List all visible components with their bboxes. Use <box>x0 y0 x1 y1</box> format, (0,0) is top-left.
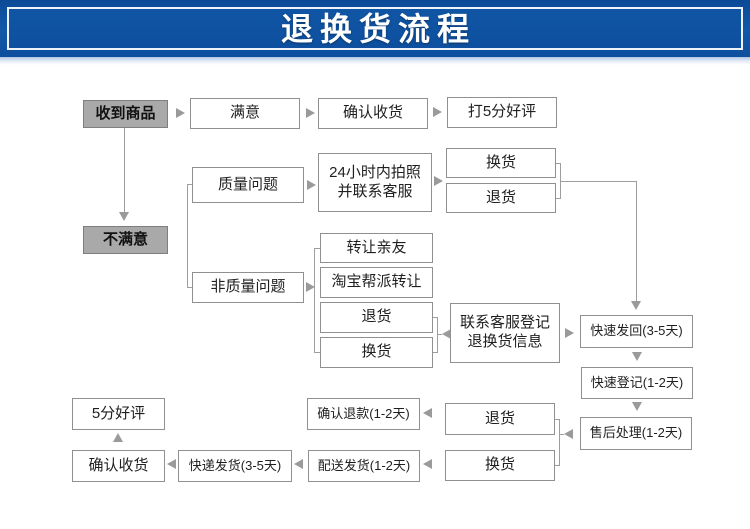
connector-btmpair-bracket-btm <box>555 465 559 466</box>
flow-node-return-top-label: 退货 <box>485 188 516 206</box>
flow-node-confirm-receipt-btm: 确认收货 <box>72 450 165 482</box>
connector-received-unsatisfied-stem <box>124 128 125 212</box>
flow-node-return-btm: 退货 <box>445 403 555 435</box>
connector-midpair-bracket-mid <box>438 334 442 335</box>
flow-node-express-ship-label: 快递发货(3-5天) <box>188 457 282 473</box>
flow-node-fast-register-label: 快速登记(1-2天) <box>590 374 684 390</box>
title-banner-inner: 退换货流程 <box>7 7 743 50</box>
arrow-aftersales-to-btmpair-icon <box>564 429 573 439</box>
flow-node-unsatisfied: 不满意 <box>83 226 168 254</box>
flow-node-transfer-friends-label: 转让亲友 <box>346 238 407 256</box>
arrow-confirm-to-review-icon <box>433 107 442 117</box>
flow-node-contact-register-label: 退换货信息 <box>467 333 543 350</box>
arrow-fastreturn-to-fastregister-icon <box>632 352 642 361</box>
flow-node-delivery-ship: 配送发货(1-2天) <box>308 450 420 482</box>
flow-node-five-star-review-btm: 5分好评 <box>72 398 165 430</box>
banner-shadow <box>0 57 750 65</box>
arrow-register-to-midpair-icon <box>442 329 451 339</box>
flow-node-return-mid: 退货 <box>320 302 433 333</box>
connector-options-bracket-btm <box>314 352 320 353</box>
connector-unsatisfied-bracket-top <box>187 184 193 185</box>
connector-toppair-bracket-top <box>556 163 560 164</box>
arrow-fastregister-to-aftersales-icon <box>632 402 642 411</box>
arrow-delivery-to-express-icon <box>294 459 303 469</box>
arrow-photo-to-pair-icon <box>434 176 443 186</box>
arrow-satisfied-to-confirm-icon <box>306 108 315 118</box>
flow-node-fast-return-ship-label: 快速发回(3-5天) <box>590 323 683 339</box>
flow-node-exchange-top-label: 换货 <box>485 153 516 171</box>
flow-node-return-mid-label: 退货 <box>361 308 392 326</box>
arrow-express-to-confirm-icon <box>167 459 176 469</box>
flow-node-contact-register: 联系客服登记退换货信息 <box>450 303 560 363</box>
flow-node-five-star-review-btm-label: 5分好评 <box>91 404 146 422</box>
connector-toppair-elbow-h <box>560 181 636 182</box>
arrow-exchangebtm-to-delivery-icon <box>423 459 432 469</box>
connector-btmpair-bracket-v <box>559 419 560 466</box>
flow-node-confirm-receipt-btm-label: 确认收货 <box>88 456 149 474</box>
connector-btmpair-bracket-mid <box>560 434 564 435</box>
flow-node-five-star-review-top-label: 打5分好评 <box>467 103 537 121</box>
flow-node-exchange-mid: 换货 <box>320 337 433 368</box>
flow-node-received-goods-label: 收到商品 <box>95 104 156 122</box>
flow-node-taobao-transfer-label: 淘宝帮派转让 <box>331 273 422 291</box>
flow-node-quality-issue: 质量问题 <box>192 167 304 203</box>
title-banner: 退换货流程 <box>0 0 750 57</box>
flow-node-photo-contact-service-label: 并联系客服 <box>337 182 413 200</box>
connector-midpair-bracket-v <box>437 317 438 353</box>
flow-node-return-top: 退货 <box>446 183 556 213</box>
flow-node-contact-register-label: 联系客服登记 <box>459 314 550 332</box>
connector-unsatisfied-bracket-v <box>187 184 188 288</box>
flow-node-taobao-transfer: 淘宝帮派转让 <box>320 267 433 298</box>
connector-toppair-elbow-v <box>636 181 637 301</box>
arrow-returnbtm-to-refund-icon <box>423 408 432 418</box>
arrow-received-to-satisfied-icon <box>176 108 185 118</box>
connector-toppair-bracket-btm <box>556 198 560 199</box>
arrow-quality-to-photo-icon <box>307 180 316 190</box>
connector-unsatisfied-bracket-btm <box>187 287 193 288</box>
arrow-toppair-to-fastreturn-icon <box>631 301 641 310</box>
flow-node-fast-register: 快速登记(1-2天) <box>581 367 693 399</box>
flow-node-return-btm-label: 退货 <box>484 409 515 427</box>
flow-node-delivery-ship-label: 配送发货(1-2天) <box>317 457 411 473</box>
flow-node-unsatisfied-label: 不满意 <box>102 230 148 248</box>
flow-node-non-quality-issue-label: 非质量问题 <box>210 278 286 296</box>
flow-node-photo-contact-service-label: 24小时内拍照 <box>329 163 421 181</box>
flow-node-satisfied-label: 满意 <box>229 104 260 122</box>
flow-node-non-quality-issue: 非质量问题 <box>192 272 304 303</box>
flow-node-transfer-friends: 转让亲友 <box>320 233 433 263</box>
flow-node-received-goods: 收到商品 <box>83 100 168 128</box>
arrow-register-to-fastreturn-icon <box>565 328 574 338</box>
flow-node-quality-issue-label: 质量问题 <box>217 175 278 193</box>
connector-options-bracket-top <box>314 248 320 249</box>
connector-btmpair-bracket-top <box>555 419 559 420</box>
flow-node-exchange-btm: 换货 <box>445 450 555 481</box>
flow-node-confirm-receipt-top: 确认收货 <box>318 98 428 129</box>
arrow-received-to-unsatisfied-icon <box>119 212 129 221</box>
arrow-confirmbtm-to-review-icon <box>113 433 123 442</box>
page-title: 退换货流程 <box>280 10 476 47</box>
arrow-nonquality-to-options-icon <box>306 282 315 292</box>
flow-node-confirm-receipt-top-label: 确认收货 <box>342 104 403 122</box>
flow-node-confirm-refund-label: 确认退款(1-2天) <box>317 405 410 421</box>
flow-node-five-star-review-top: 打5分好评 <box>447 97 557 128</box>
connector-midpair-bracket-top <box>433 317 437 318</box>
flow-node-express-ship: 快递发货(3-5天) <box>178 450 292 482</box>
flow-node-aftersales-handle-label: 售后处理(1-2天) <box>589 425 683 441</box>
flow-node-exchange-btm-label: 换货 <box>484 456 515 474</box>
connector-options-bracket-v <box>314 248 315 353</box>
connector-midpair-bracket-btm <box>433 352 437 353</box>
flow-node-aftersales-handle: 售后处理(1-2天) <box>580 417 692 450</box>
flow-node-confirm-refund: 确认退款(1-2天) <box>307 398 420 430</box>
flow-node-photo-contact-service: 24小时内拍照并联系客服 <box>318 153 432 212</box>
flow-node-exchange-mid-label: 换货 <box>361 343 392 361</box>
flow-node-exchange-top: 换货 <box>446 148 556 178</box>
flow-node-satisfied: 满意 <box>190 98 300 129</box>
flow-node-fast-return-ship: 快速发回(3-5天) <box>580 315 693 348</box>
